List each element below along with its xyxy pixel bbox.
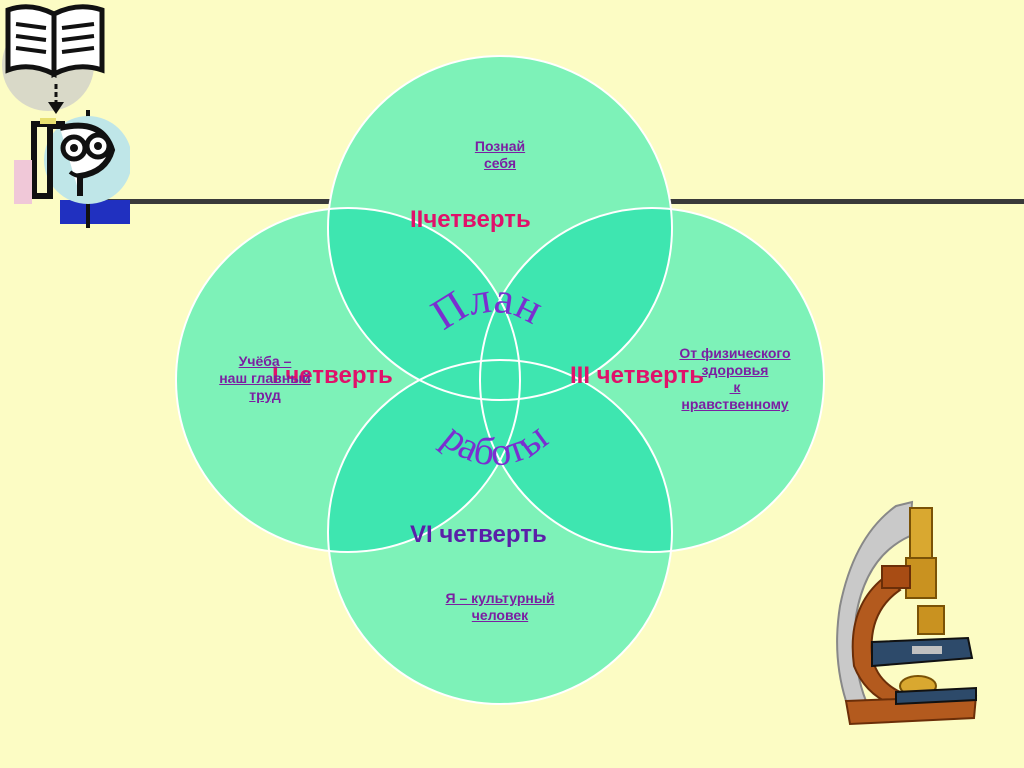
outline-left <box>175 207 521 553</box>
link-text-line: наш главный <box>219 370 311 386</box>
link-text-line: Я – культурный <box>445 590 555 606</box>
link-study-main-work[interactable]: Учёба – наш главный труд <box>205 353 325 404</box>
outline-bottom <box>327 359 673 705</box>
link-text-line: труд <box>249 387 281 403</box>
link-text-line: к <box>729 379 741 395</box>
link-text-line: Познай <box>474 138 526 154</box>
quarter-2-label: IIчетверть <box>410 206 531 233</box>
quarter-1-label: I четверть <box>272 362 393 389</box>
outline-top <box>327 55 673 401</box>
link-health-to-morality[interactable]: От физического здоровья к нравственному <box>660 345 810 413</box>
logo-decoration <box>2 4 130 228</box>
link-text-line: Учёба – <box>238 353 292 369</box>
quarter-4-label: VI четверть <box>410 521 547 548</box>
link-text-line: нравственному <box>681 396 789 412</box>
link-text-line: себя <box>483 155 517 171</box>
link-text-line: здоровья <box>701 362 769 378</box>
microscope-icon <box>836 500 978 726</box>
quarter-3-label: III четверть <box>570 362 705 389</box>
outline-right <box>479 207 825 553</box>
thinking-face-icon <box>31 121 116 199</box>
link-text-line: человек <box>471 607 529 623</box>
open-book-icon <box>5 4 105 79</box>
link-know-yourself[interactable]: Познай себя <box>460 138 540 172</box>
link-text-line: От физического <box>679 345 791 361</box>
link-cultured-person[interactable]: Я – культурный человек <box>420 590 580 624</box>
